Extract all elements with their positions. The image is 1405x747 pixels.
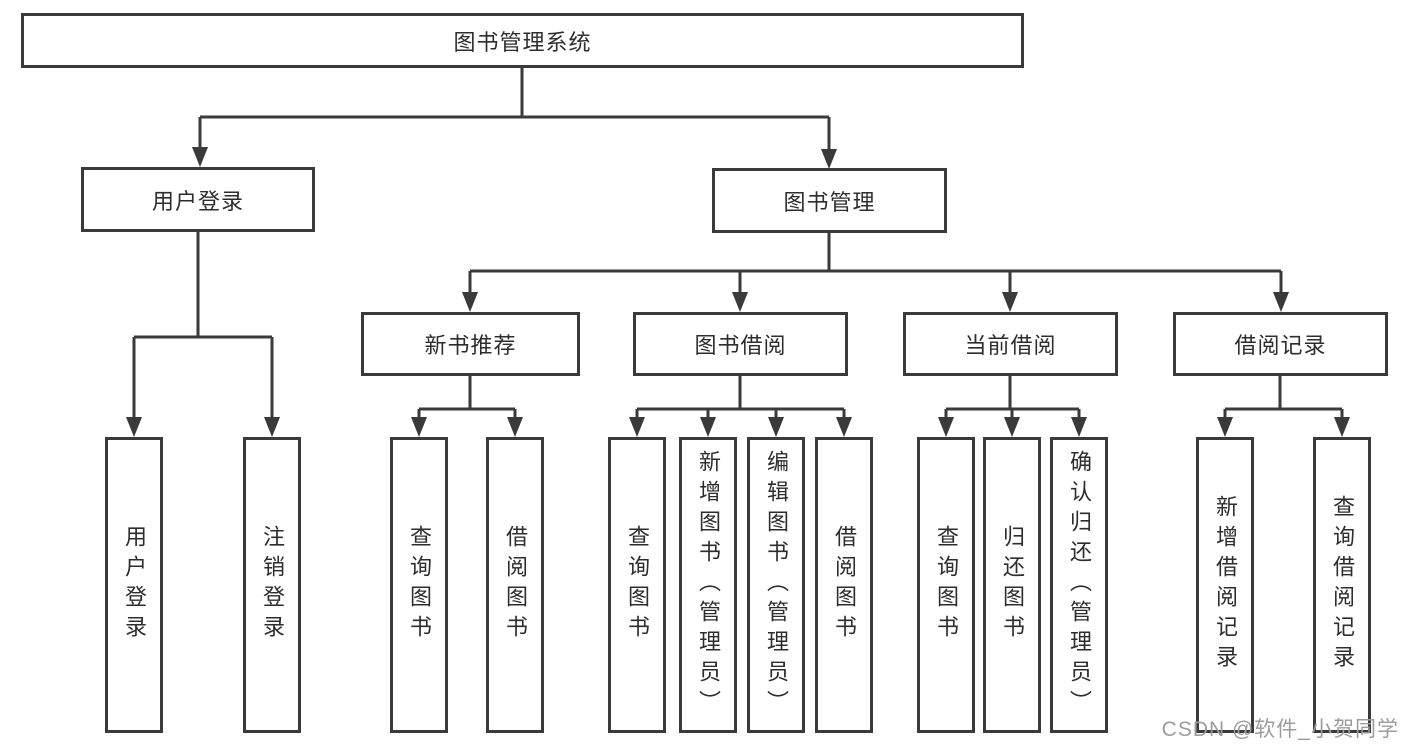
node-label: 编辑图书（管理员）	[764, 450, 789, 720]
node-book-borrowing: 图书借阅	[633, 312, 848, 376]
leaf-return-book: 归还图书	[983, 437, 1041, 733]
node-label: 借阅图书	[503, 525, 528, 645]
node-borrowing-records: 借阅记录	[1173, 312, 1388, 376]
node-label: 查询图书	[934, 525, 959, 645]
leaf-query-borrow-record: 查询借阅记录	[1313, 437, 1371, 733]
leaf-borrow-books: 借阅图书	[815, 437, 873, 733]
node-label: 新书推荐	[424, 333, 517, 358]
node-label: 借阅记录	[1234, 333, 1327, 358]
leaf-query-books: 查询图书	[390, 437, 448, 733]
node-label: 查询图书	[625, 525, 650, 645]
node-book-management: 图书管理	[712, 168, 947, 233]
node-label: 用户登录	[122, 525, 147, 645]
leaf-user-login: 用户登录	[105, 437, 163, 733]
node-label: 用户登录	[151, 188, 244, 214]
node-label: 图书管理系统	[453, 29, 592, 55]
leaf-query-books: 查询图书	[608, 437, 666, 733]
node-label: 确认归还（管理员）	[1067, 450, 1092, 720]
leaf-confirm-return-admin: 确认归还（管理员）	[1050, 437, 1108, 733]
node-new-book-recommendation: 新书推荐	[361, 312, 580, 376]
node-current-borrowing: 当前借阅	[903, 312, 1118, 376]
node-label: 归还图书	[1000, 525, 1025, 645]
node-label: 新增借阅记录	[1213, 495, 1238, 675]
leaf-edit-book-admin: 编辑图书（管理员）	[747, 437, 805, 733]
leaf-add-borrow-record: 新增借阅记录	[1196, 437, 1254, 733]
leaf-logout: 注销登录	[243, 437, 301, 733]
leaf-query-books: 查询图书	[917, 437, 975, 733]
leaf-borrow-books: 借阅图书	[486, 437, 544, 733]
node-root-system: 图书管理系统	[21, 13, 1024, 68]
node-label: 查询图书	[407, 525, 432, 645]
watermark: CSDN @软件_小贺同学	[1161, 718, 1399, 741]
node-label: 查询借阅记录	[1330, 495, 1355, 675]
node-label: 新增图书（管理员）	[696, 450, 721, 720]
node-user-login: 用户登录	[81, 167, 315, 232]
node-label: 当前借阅	[964, 333, 1057, 358]
node-label: 注销登录	[260, 525, 285, 645]
leaf-add-book-admin: 新增图书（管理员）	[679, 437, 737, 733]
node-label: 图书借阅	[694, 333, 787, 358]
node-label: 借阅图书	[832, 525, 857, 645]
node-label: 图书管理	[783, 189, 876, 215]
